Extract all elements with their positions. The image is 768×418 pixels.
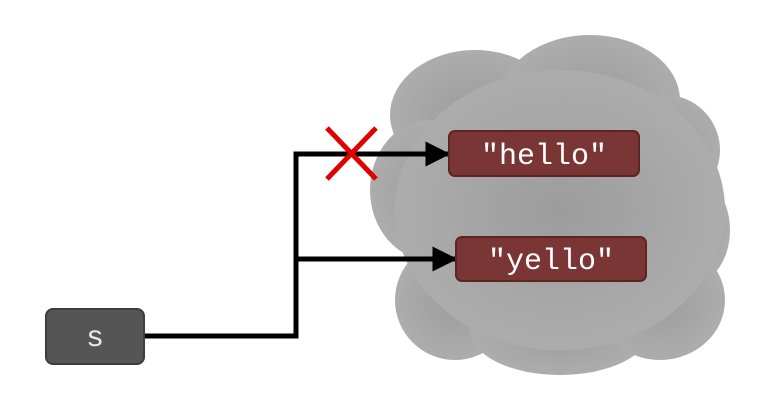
memory-cloud [370,35,730,375]
variable-s-box: s [45,308,145,365]
reference-lines [145,141,458,339]
string-hello-box: "hello" [448,130,640,177]
reference-arrow-hello [145,141,451,339]
string-hello-label: "hello" [481,140,607,174]
string-yello-box: "yello" [455,236,647,282]
variable-name: s [86,322,104,356]
string-yello-label: "yello" [488,245,614,279]
broken-reference-cross-icon [325,126,378,181]
